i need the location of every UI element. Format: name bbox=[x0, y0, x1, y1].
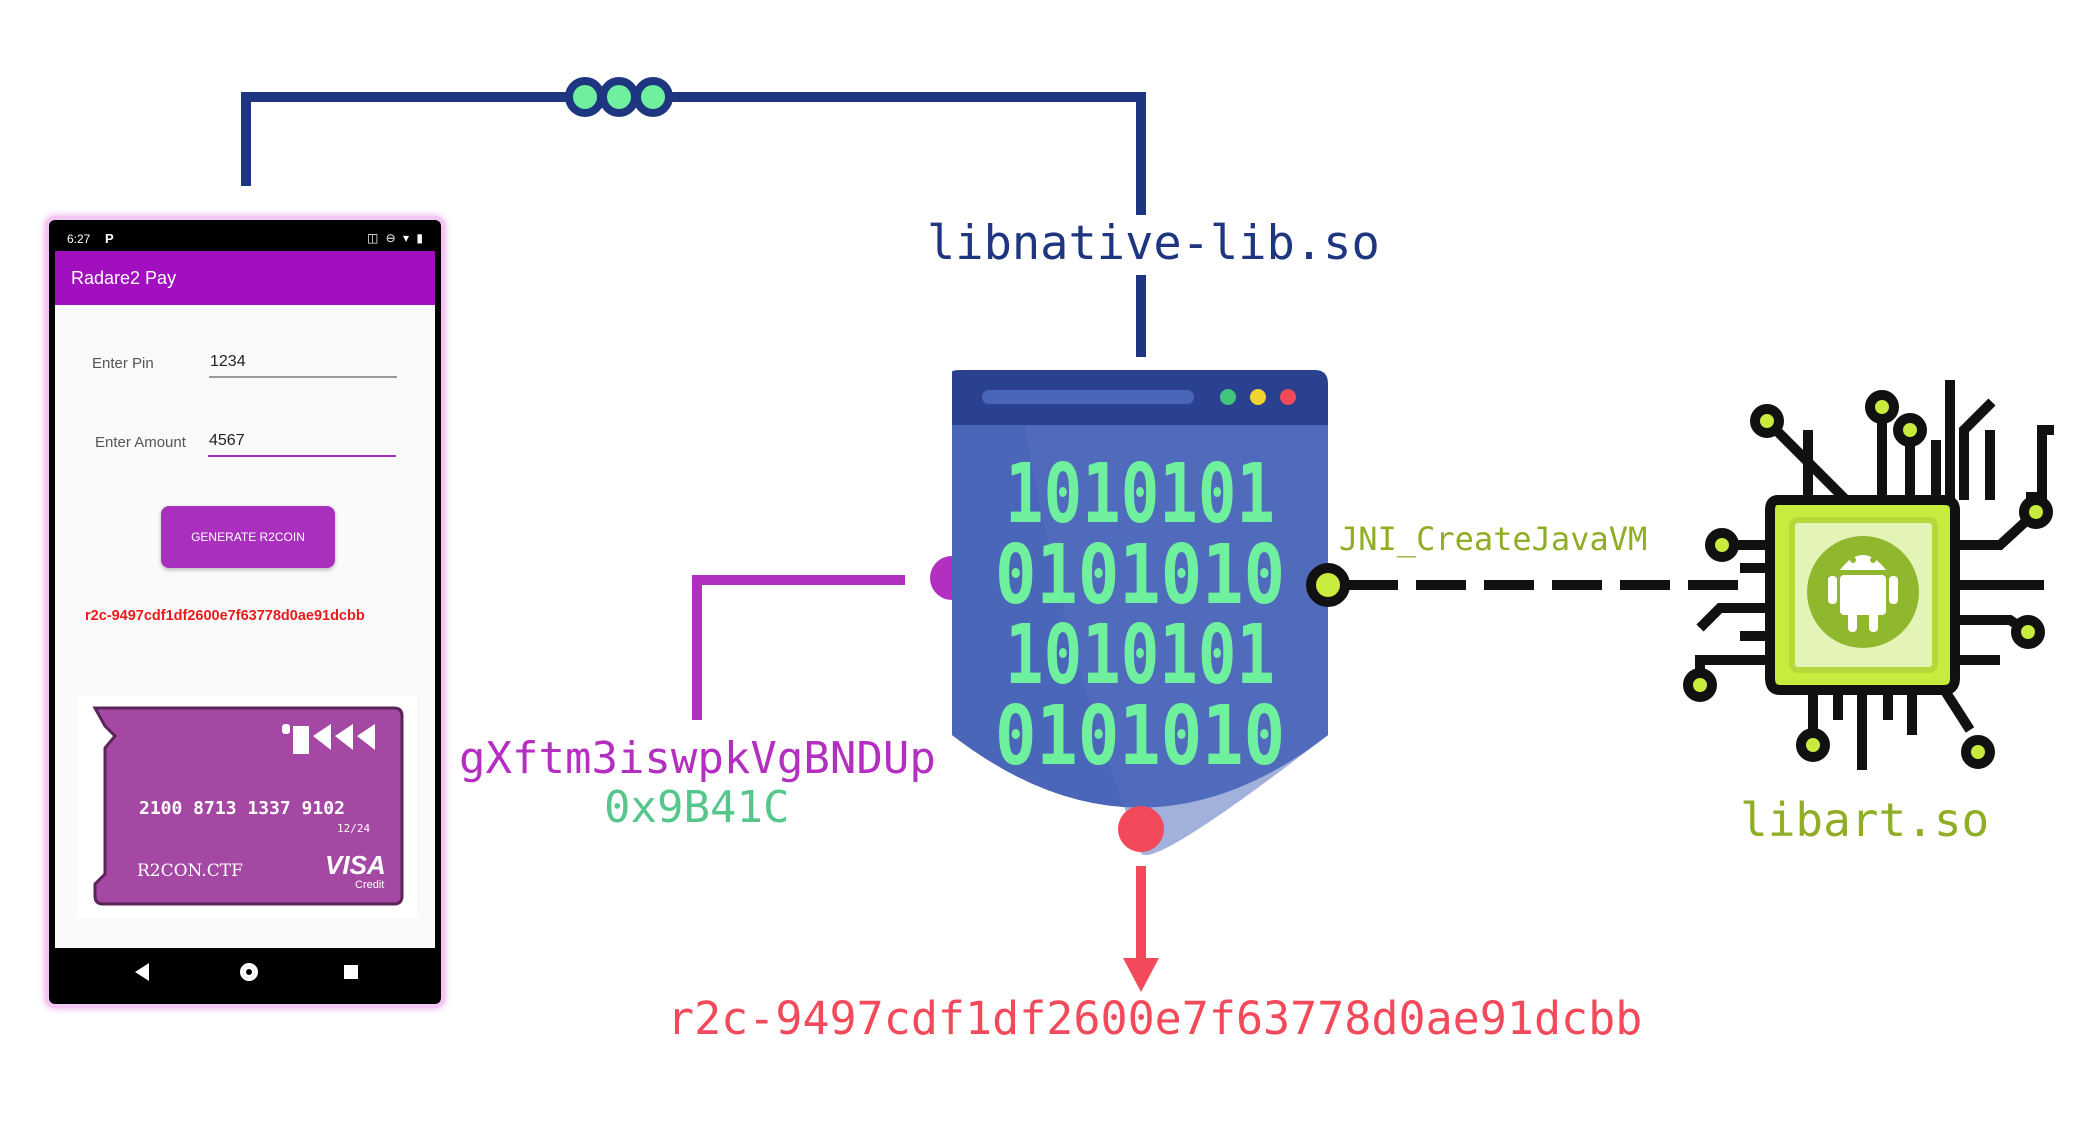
card-number: 2100 8713 1337 9102 bbox=[139, 798, 345, 819]
result-text: r2c-9497cdf1df2600e7f63778d0ae91dcbb bbox=[85, 608, 365, 624]
status-icons: ◫ ⊖ ▾ ▮ bbox=[366, 231, 425, 245]
app-title: Radare2 Pay bbox=[71, 268, 177, 288]
credit-card-icon: 2100 8713 1337 9102 12/24 R2CON.CTF VISA… bbox=[92, 706, 404, 906]
card-brand-sub: Credit bbox=[355, 879, 384, 891]
native-library-icon bbox=[952, 370, 1328, 856]
status-time: 6:27 bbox=[67, 232, 91, 246]
pin-label: Enter Pin bbox=[92, 355, 154, 372]
ellipsis-icon bbox=[565, 77, 673, 117]
phone-screenshot: 6:27 P ◫ ⊖ ▾ ▮ Radare2 Pay Enter Pin 123… bbox=[49, 220, 441, 1004]
back-icon[interactable] bbox=[135, 963, 149, 981]
generate-button[interactable]: GENERATE R2COIN bbox=[161, 506, 335, 568]
pin-field[interactable]: 1234 bbox=[210, 353, 246, 370]
card-brand: VISA bbox=[325, 850, 386, 880]
card-area: 2100 8713 1337 9102 12/24 R2CON.CTF VISA… bbox=[77, 696, 417, 918]
binary-rows: 1010101 0101010 1010101 0101010 bbox=[995, 447, 1285, 784]
arrow-head-icon bbox=[1123, 958, 1159, 992]
jni-port bbox=[1306, 563, 1350, 607]
recents-icon[interactable] bbox=[344, 965, 358, 979]
jni-call-label: JNI_CreateJavaVM bbox=[1339, 520, 1648, 558]
status-app-icon: P bbox=[105, 231, 114, 246]
pin-field-underline bbox=[209, 376, 397, 378]
amount-field-underline bbox=[208, 455, 396, 457]
binary-row-4: 0101010 bbox=[995, 689, 1285, 784]
card-holder: R2CON.CTF bbox=[137, 861, 243, 881]
binary-row-2: 0101010 bbox=[995, 528, 1285, 623]
app-bar: Radare2 Pay bbox=[55, 251, 435, 305]
binary-row-1: 1010101 bbox=[1005, 447, 1275, 542]
output-port bbox=[1118, 806, 1164, 852]
phone-screen: 6:27 P ◫ ⊖ ▾ ▮ Radare2 Pay Enter Pin 123… bbox=[55, 226, 435, 998]
runtime-lib-label: libart.so bbox=[1740, 793, 1990, 847]
amount-label: Enter Amount bbox=[95, 434, 186, 451]
home-icon[interactable] bbox=[240, 963, 258, 981]
label-gap-mask bbox=[1120, 215, 1620, 275]
input-address-label: 0x9B41C bbox=[604, 782, 790, 833]
android-icon bbox=[1807, 536, 1919, 648]
amount-field[interactable]: 4567 bbox=[209, 432, 245, 449]
nav-bar bbox=[55, 948, 435, 998]
card-expiry: 12/24 bbox=[337, 822, 370, 835]
native-library-label: libnative-lib.so bbox=[927, 216, 1380, 271]
input-connector-line bbox=[692, 575, 905, 720]
binary-row-3: 1010101 bbox=[1005, 608, 1275, 703]
input-string-label: gXftm3iswpkVgBNDUp bbox=[459, 733, 936, 784]
output-label: r2c-9497cdf1df2600e7f63778d0ae91dcbb bbox=[667, 992, 1643, 1045]
status-bar: 6:27 P ◫ ⊖ ▾ ▮ bbox=[55, 226, 435, 251]
